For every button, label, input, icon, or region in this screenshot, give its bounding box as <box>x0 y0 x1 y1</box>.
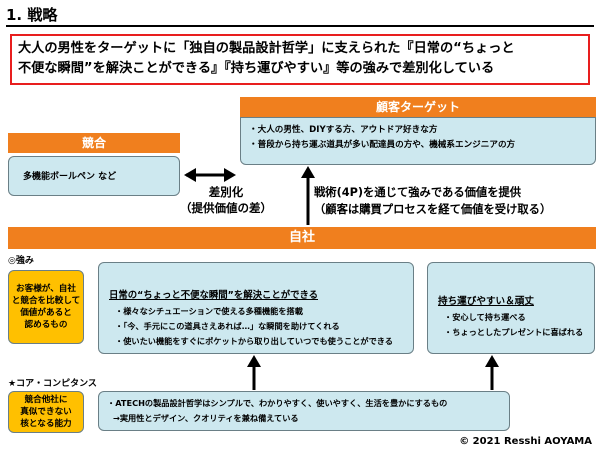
copyright: © 2021 Resshi AOYAMA <box>459 436 592 447</box>
tactics-line-2: （顧客は購買プロセスを経て価値を受け取る） <box>314 203 552 216</box>
side-note-line: と競合を比較して <box>11 296 81 306</box>
side-note-line: 価値があると <box>20 308 72 318</box>
side-note-line: 競合他社に <box>24 395 68 405</box>
strengths-side-note: お客様が、自社 と競合を比較して 価値があると 認めるもの <box>8 270 84 344</box>
core-side-note: 競合他社に 真似できない 核となる能力 <box>8 391 84 433</box>
strength-1-item: ・使いたい機能をすぐにポケットから取り出していつでも使うことができる <box>115 336 393 346</box>
company-header: 自社 <box>8 227 596 249</box>
strength-1-title: 日常の“ちょっと不便な瞬間”を解決ことができる <box>109 290 319 301</box>
side-note-line: 認めるもの <box>24 320 68 330</box>
differentiation-line-1: 差別化 <box>208 185 244 199</box>
customer-target-box: ・大人の男性、DIYする方、アウトドア好きな方 ・普段から持ち運ぶ道具が多い配達… <box>240 117 596 165</box>
customer-target-header: 顧客ターゲット <box>240 97 596 117</box>
strength-box-2: 持ち運びやすい＆頑丈 ・安心して持ち運べる ・ちょっとしたプレゼントに喜ばれる <box>427 262 595 354</box>
side-note-line: お客様が、自社 <box>16 284 76 294</box>
strength-2-item: ・安心して持ち運べる <box>444 312 526 322</box>
strength-1-item: ・様々なシチュエーションで使える多種機能を搭載 <box>115 306 303 316</box>
tactics-line-1: 戦術(4P)を通じて強みである価値を提供 <box>314 186 522 199</box>
strengths-label: ◎強み <box>8 256 34 266</box>
core-box: ・ATECHの製品設計哲学はシンプルで、わかりやすく、使いやすく、生活を豊かにす… <box>98 391 510 431</box>
differentiation-line-2: （提供価値の差） <box>180 201 272 215</box>
core-line-2: →実用性とデザイン、クオリティを兼ね備えている <box>113 413 299 423</box>
differentiation-label: 差別化 （提供価値の差） <box>176 184 276 216</box>
strength-box-1: 日常の“ちょっと不便な瞬間”を解決ことができる ・様々なシチュエーションで使える… <box>98 262 414 354</box>
side-note-line: 真似できない <box>20 407 72 417</box>
arrow-head-left <box>184 168 196 182</box>
customer-item: ・普段から持ち運ぶ道具が多い配達員の方や、機械系エンジニアの方 <box>249 140 516 150</box>
tactics-label: 戦術(4P)を通じて強みである価値を提供 （顧客は購買プロセスを経て価値を受け取… <box>314 184 598 218</box>
headline-box: 大人の男性をターゲットに「独自の製品設計哲学」に支えられた『日常の“ちょっと 不… <box>10 34 590 85</box>
page-title: 1. 戦略 <box>6 6 58 24</box>
arrow-head-up <box>301 166 315 178</box>
side-note-line: 核となる能力 <box>20 419 72 429</box>
headline-line-2: 不便な瞬間”を解決ことができる』『持ち運びやすい』等の強みで差別化している <box>18 61 495 76</box>
headline-line-1: 大人の男性をターゲットに「独自の製品設計哲学」に支えられた『日常の“ちょっと <box>18 41 515 56</box>
strength-2-title: 持ち運びやすい＆頑丈 <box>438 296 534 307</box>
arrow-head-right <box>224 168 236 182</box>
core-line-1: ・ATECHの製品設計哲学はシンプルで、わかりやすく、使いやすく、生活を豊かにす… <box>107 398 448 408</box>
core-label: ★コア・コンピタンス <box>8 379 97 389</box>
competition-header: 競合 <box>8 133 180 153</box>
arrow-head-up <box>247 355 261 367</box>
customer-item: ・大人の男性、DIYする方、アウトドア好きな方 <box>249 125 438 135</box>
competition-box: 多機能ボールペン など <box>8 156 180 196</box>
arrow-head-up <box>485 355 499 367</box>
title-underline <box>6 25 594 27</box>
strength-2-item: ・ちょっとしたプレゼントに喜ばれる <box>444 327 584 337</box>
strength-1-item: ・「今、手元にこの道具さえあれば…」な瞬間を助けてくれる <box>115 321 340 331</box>
